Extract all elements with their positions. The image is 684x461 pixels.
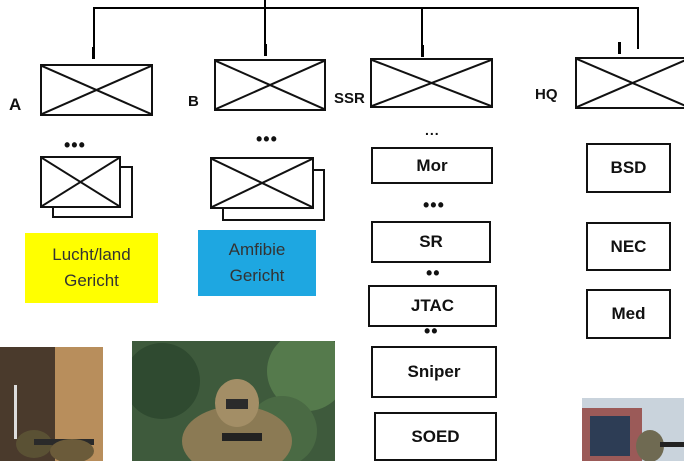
connector-hq xyxy=(637,7,639,49)
box-mor[interactable]: Mor xyxy=(371,147,493,184)
stacked-unit-front-b[interactable] xyxy=(210,157,314,209)
infantry-unit-symbol-b[interactable] xyxy=(214,59,326,111)
infantry-unit-symbol-ssr[interactable] xyxy=(370,58,493,108)
unit-label-a: A xyxy=(9,95,22,114)
stacked-unit-front-a[interactable] xyxy=(40,156,121,208)
box-sr[interactable]: SR xyxy=(371,221,491,263)
box-jtac[interactable]: JTAC xyxy=(368,285,497,327)
box-soed[interactable]: SOED xyxy=(374,412,497,461)
box-sniper[interactable]: Sniper xyxy=(371,346,497,398)
echelon-marker-ssr xyxy=(421,45,424,57)
ghillie-sniper-photo xyxy=(132,341,335,461)
dots-above-mor: ... xyxy=(425,122,440,138)
connector-a xyxy=(93,7,95,50)
dots-above-sniper: •• xyxy=(424,321,439,341)
note-amfibie-gericht: Amfibie Gericht xyxy=(198,230,316,296)
infantry-unit-symbol-a[interactable] xyxy=(40,64,153,116)
echelon-marker-a xyxy=(92,47,95,59)
box-nec[interactable]: NEC xyxy=(586,222,671,271)
connector-ssr xyxy=(421,7,423,51)
soldier-at-window-photo xyxy=(582,398,684,461)
connector-b xyxy=(264,7,266,47)
box-med[interactable]: Med xyxy=(586,289,671,339)
infantry-unit-symbol-hq[interactable] xyxy=(575,57,684,109)
unit-label-b: B xyxy=(188,93,199,110)
echelon-marker-b xyxy=(264,44,267,56)
dots-above-sr: ••• xyxy=(423,195,445,215)
connector-trunk xyxy=(264,0,266,8)
connector-bus xyxy=(93,7,638,9)
soldier-at-wall-photo xyxy=(0,347,103,461)
box-bsd[interactable]: BSD xyxy=(586,143,671,193)
dots-above-jtac: •• xyxy=(426,263,441,283)
sub-unit-dots-b: ••• xyxy=(256,129,278,149)
unit-label-ssr: SSR xyxy=(334,90,365,107)
sub-unit-dots-a: ••• xyxy=(64,135,86,155)
echelon-marker-hq xyxy=(618,42,621,54)
note-lucht-land-gericht: Lucht/land Gericht xyxy=(25,233,158,303)
unit-label-hq: HQ xyxy=(535,86,558,103)
